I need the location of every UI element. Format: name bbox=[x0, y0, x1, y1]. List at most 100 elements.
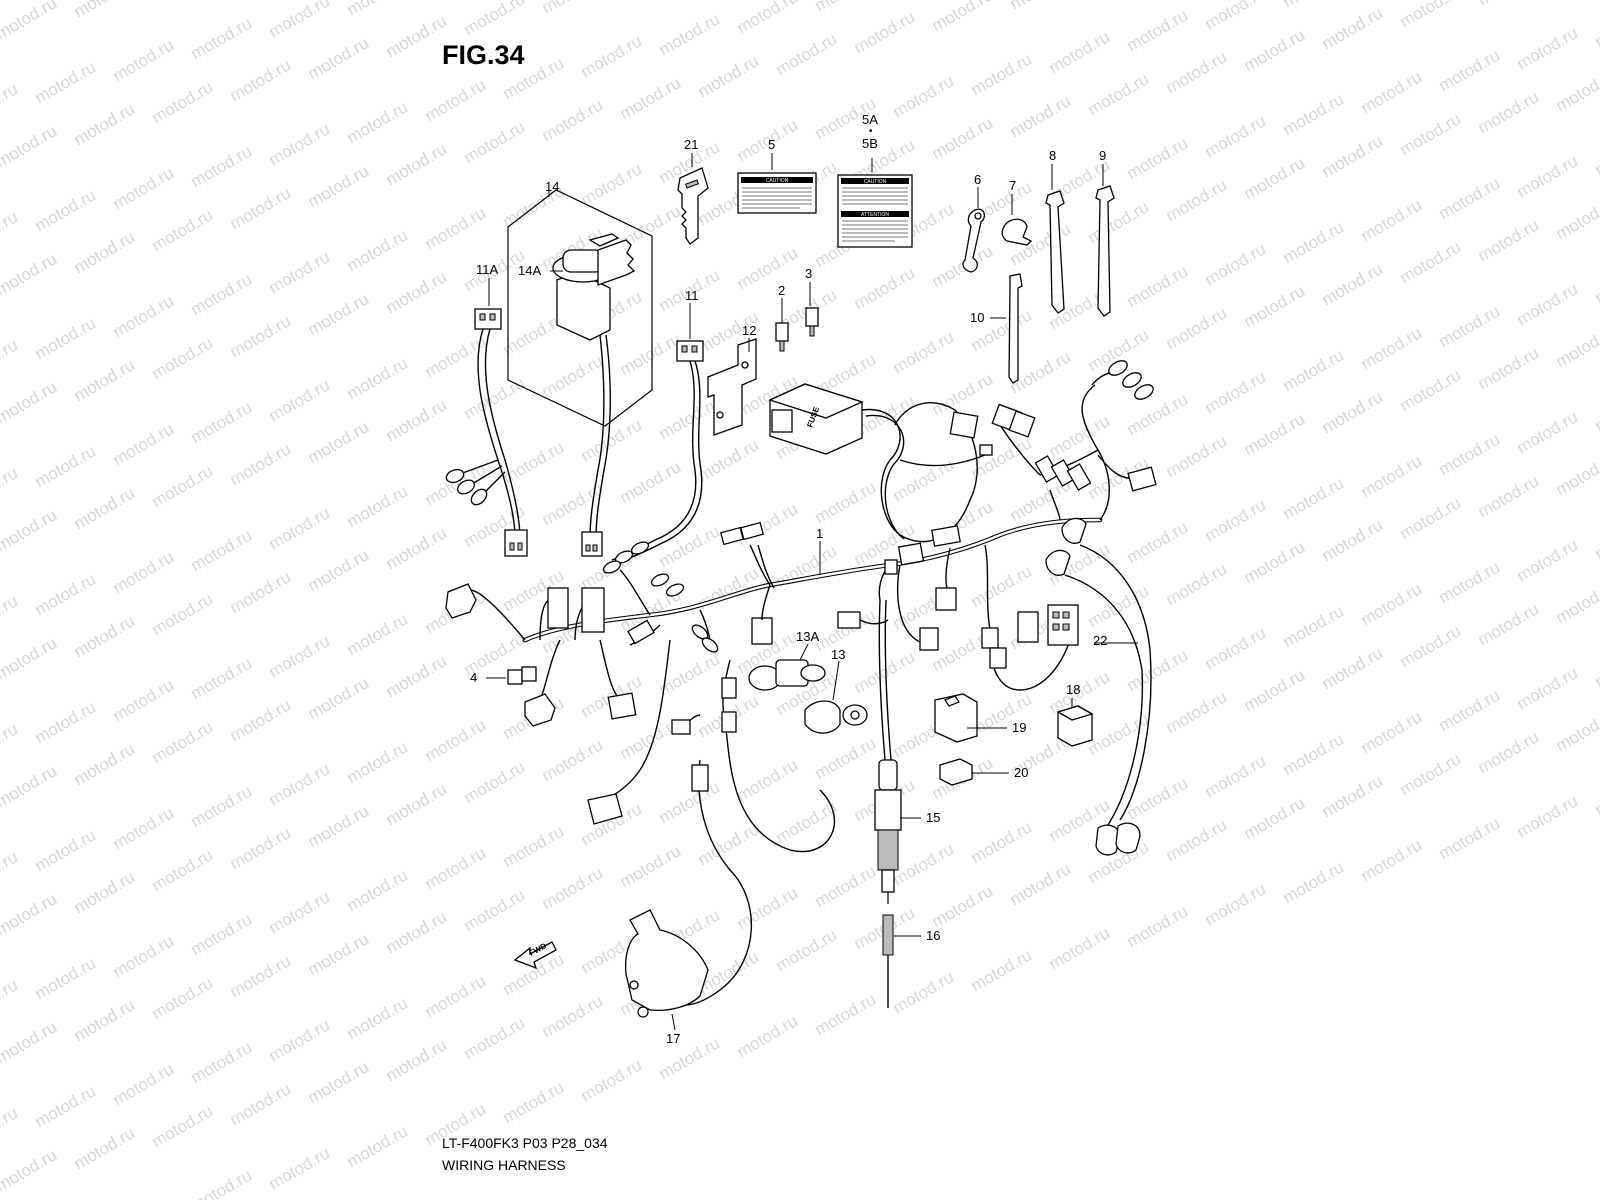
watermark-text: motod.ru bbox=[500, 437, 568, 487]
watermark-text: motod.ru bbox=[188, 13, 256, 63]
watermark-text: motod.ru bbox=[0, 719, 21, 769]
watermark-text: motod.ru bbox=[773, 925, 841, 975]
watermark-text: motod.ru bbox=[929, 369, 997, 419]
watermark-text: motod.ru bbox=[1397, 109, 1465, 159]
watermark-text: motod.ru bbox=[1553, 321, 1600, 371]
watermark-text: motod.ru bbox=[1514, 791, 1582, 841]
watermark-text: motod.ru bbox=[422, 715, 490, 765]
callout-9: 9 bbox=[1099, 148, 1107, 163]
clamps-and-ties bbox=[962, 185, 1115, 384]
watermark-text: motod.ru bbox=[188, 1037, 256, 1087]
watermark-text: motod.ru bbox=[110, 291, 178, 341]
watermark-text: motod.ru bbox=[968, 561, 1036, 611]
watermark-text: motod.ru bbox=[0, 249, 60, 299]
watermark-text: motod.ru bbox=[383, 395, 451, 445]
watermark-text: motod.ru bbox=[32, 185, 100, 235]
callout-13: 13 bbox=[831, 647, 846, 662]
watermark-text: motod.ru bbox=[1007, 91, 1075, 141]
watermark-text: motod.ru bbox=[617, 841, 685, 891]
watermark-text: motod.ru bbox=[227, 311, 295, 361]
watermark-text: motod.ru bbox=[1553, 65, 1600, 115]
leader-lines bbox=[486, 153, 1138, 1031]
watermark-text: motod.ru bbox=[656, 9, 724, 59]
watermark-text: motod.ru bbox=[1202, 879, 1270, 929]
watermark-text: motod.ru bbox=[71, 611, 139, 661]
watermark-text: motod.ru bbox=[149, 77, 217, 127]
watermark-text: motod.ru bbox=[149, 589, 217, 639]
callout-5b: 5B bbox=[862, 136, 878, 151]
watermark-text: motod.ru bbox=[1163, 303, 1231, 353]
watermark-text: motod.ru bbox=[1241, 153, 1309, 203]
figure-name: WIRING HARNESS bbox=[442, 1157, 566, 1173]
watermark-text: motod.ru bbox=[0, 79, 21, 129]
fuses bbox=[775, 307, 819, 352]
callout-12: 12 bbox=[742, 323, 757, 338]
watermark-text: motod.ru bbox=[1319, 643, 1387, 693]
watermark-text: motod.ru bbox=[695, 819, 763, 869]
watermark-text: motod.ru bbox=[0, 121, 60, 171]
watermark-text: motod.ru bbox=[1358, 323, 1426, 373]
watermark-text: motod.ru bbox=[188, 653, 256, 703]
watermark-text: motod.ru bbox=[422, 75, 490, 125]
watermark-text: motod.ru bbox=[344, 353, 412, 403]
watermark-text: motod.ru bbox=[734, 0, 802, 37]
watermark-text: motod.ru bbox=[1202, 495, 1270, 545]
watermark-text: motod.ru bbox=[1553, 705, 1600, 755]
watermark-text: motod.ru bbox=[1124, 901, 1192, 951]
watermark-text: motod.ru bbox=[851, 263, 919, 313]
watermark-text: motod.ru bbox=[1553, 449, 1600, 499]
watermark-text: motod.ru bbox=[0, 761, 60, 811]
watermark-text: motod.ru bbox=[539, 863, 607, 913]
watermark-text: motod.ru bbox=[1046, 411, 1114, 461]
watermark-text: motod.ru bbox=[227, 1079, 295, 1129]
watermark-text: motod.ru bbox=[1436, 813, 1504, 863]
watermark-text: motod.ru bbox=[305, 545, 373, 595]
watermark-text: motod.ru bbox=[344, 737, 412, 787]
watermark-text: motod.ru bbox=[812, 0, 880, 15]
attention-text-5b: ATTENTION bbox=[861, 212, 889, 218]
watermark-text: motod.ru bbox=[1202, 751, 1270, 801]
sensor-15 bbox=[874, 759, 902, 1008]
watermark-text: motod.ru bbox=[1241, 281, 1309, 331]
watermark-text: motod.ru bbox=[539, 0, 607, 17]
watermark-text: motod.ru bbox=[149, 717, 217, 767]
watermark-text: motod.ru bbox=[1280, 473, 1348, 523]
watermark-text: motod.ru bbox=[1085, 197, 1153, 247]
watermark-text: motod.ru bbox=[1163, 431, 1231, 481]
watermark-text: motod.ru bbox=[383, 651, 451, 701]
watermark-text: motod.ru bbox=[188, 909, 256, 959]
watermark-text: motod.ru bbox=[1124, 5, 1192, 55]
watermark-text: motod.ru bbox=[71, 739, 139, 789]
watermark-text: motod.ru bbox=[812, 989, 880, 1039]
callout-17: 17 bbox=[666, 1031, 681, 1046]
watermark-text: motod.ru bbox=[0, 591, 21, 641]
watermark-text: motod.ru bbox=[0, 0, 60, 43]
watermark-text: motod.ru bbox=[71, 355, 139, 405]
watermark-text: motod.ru bbox=[227, 951, 295, 1001]
watermark-text: motod.ru bbox=[383, 1035, 451, 1085]
watermark-text: motod.ru bbox=[110, 803, 178, 853]
watermark-text: motod.ru bbox=[1280, 345, 1348, 395]
watermark-text: motod.ru bbox=[1124, 517, 1192, 567]
callout-19: 19 bbox=[1012, 720, 1027, 735]
watermark-text: motod.ru bbox=[1475, 343, 1543, 393]
watermark-text: motod.ru bbox=[32, 825, 100, 875]
watermark-text: motod.ru bbox=[461, 373, 529, 423]
watermark-text: motod.ru bbox=[968, 945, 1036, 995]
watermark-text: motod.ru bbox=[1397, 749, 1465, 799]
watermark-text: motod.ru bbox=[1475, 215, 1543, 265]
connector-11a bbox=[445, 308, 528, 557]
watermark-text: motod.ru bbox=[1202, 111, 1270, 161]
watermark-text: motod.ru bbox=[929, 0, 997, 35]
watermark-text: motod.ru bbox=[1436, 557, 1504, 607]
watermark-text: motod.ru bbox=[344, 481, 412, 531]
watermark-text: motod.ru bbox=[461, 117, 529, 167]
watermark-text: motod.ru bbox=[266, 375, 334, 425]
watermark-text: motod.ru bbox=[1397, 493, 1465, 543]
watermark-text: motod.ru bbox=[305, 33, 373, 83]
watermark-text: motod.ru bbox=[344, 0, 412, 19]
watermark-text: motod.ru bbox=[617, 329, 685, 379]
watermark-text: motod.ru bbox=[1436, 685, 1504, 735]
watermark-text: motod.ru bbox=[344, 97, 412, 147]
watermark-text: motod.ru bbox=[32, 569, 100, 619]
